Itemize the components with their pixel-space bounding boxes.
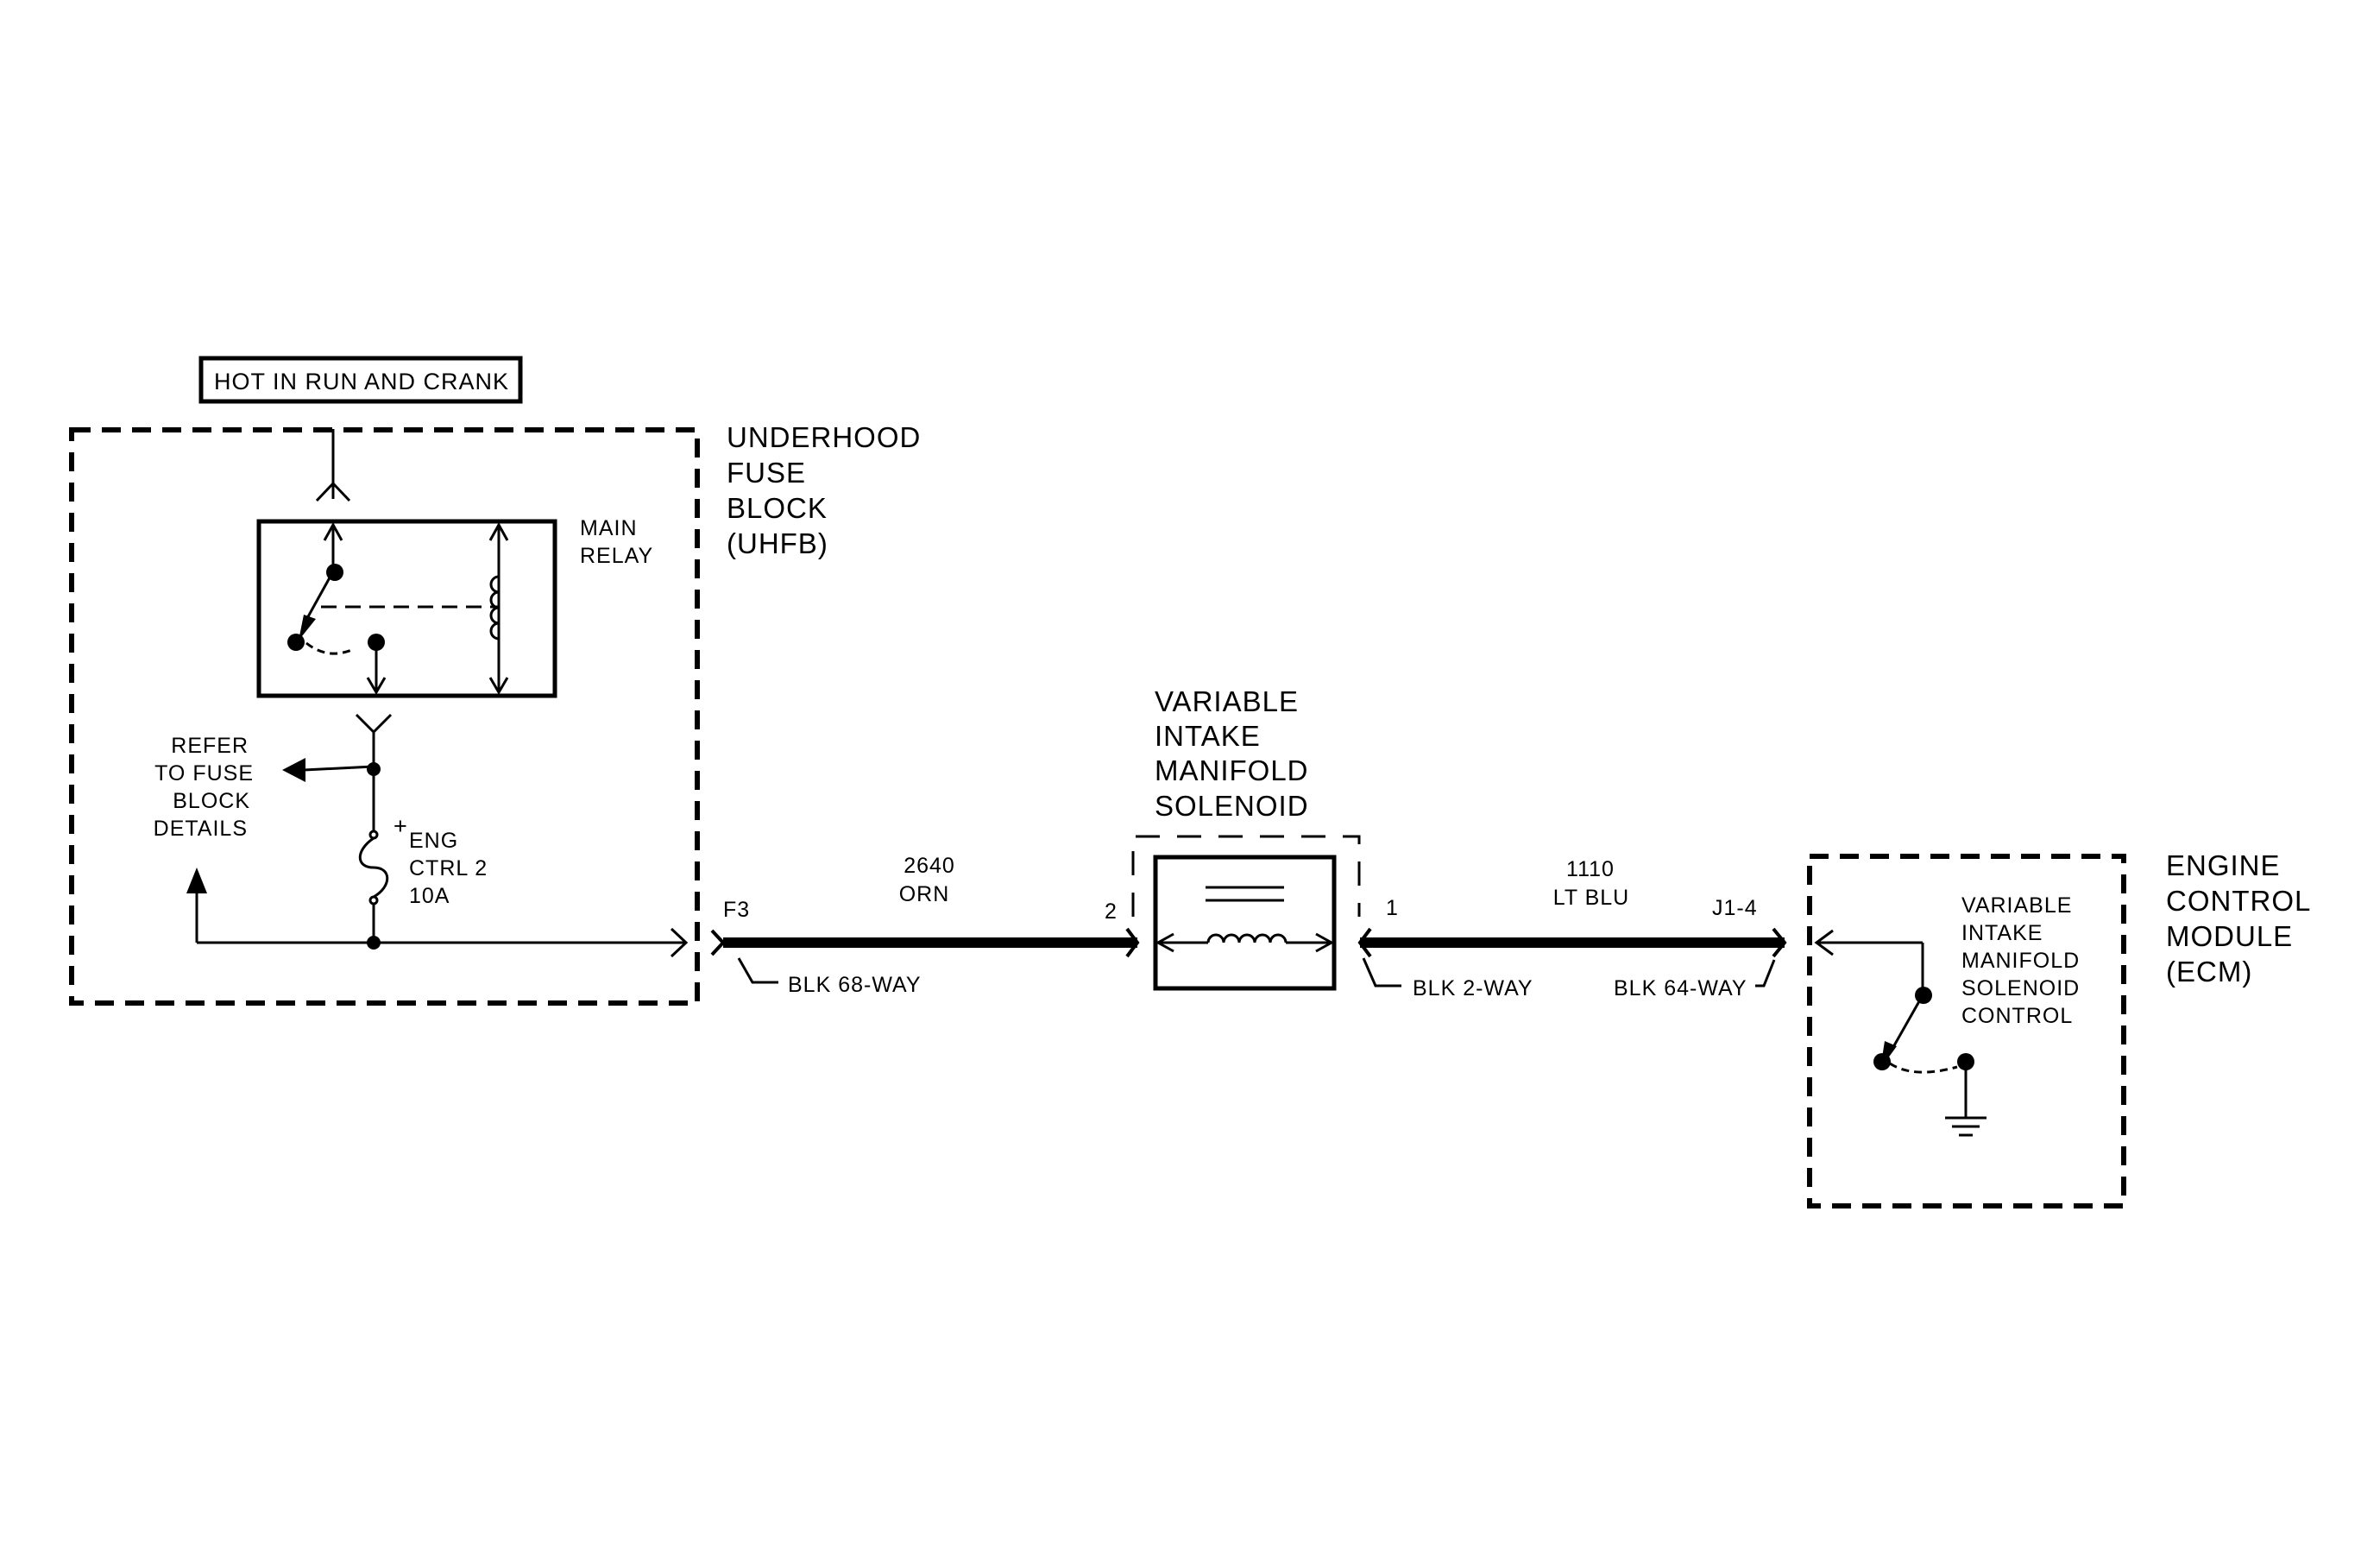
ecm-name-line-2: CONTROL [2166, 885, 2311, 917]
uhfb-name-line-2: FUSE [727, 457, 806, 489]
relay-armature-terminal [287, 634, 305, 651]
solenoid-pin-1: 1 [1386, 896, 1399, 920]
ecm-switch-ground-terminal [1957, 1053, 1974, 1070]
fuse-plus-sign: + [394, 813, 408, 839]
wire-1110-color: LT BLU [1553, 886, 1629, 910]
solenoid-coil [1155, 886, 1335, 953]
ecm-control-line-1: VARIABLE [1961, 893, 2072, 918]
variable-intake-manifold-solenoid: VARIABLE INTAKE MANIFOLD SOLENOID [1131, 685, 1361, 991]
refer-line-1: REFER [171, 734, 249, 758]
relay-output-terminal [368, 634, 385, 651]
ground-icon [1945, 1116, 1986, 1137]
refer-up-arrow-icon [186, 868, 207, 893]
relay-switch-contacts [305, 521, 499, 695]
wire-1110-circuit: 1110 [1566, 857, 1615, 881]
refer-line-3: BLOCK [173, 789, 250, 813]
power-source-label: HOT IN RUN AND CRANK [214, 369, 509, 394]
ecm-name-line-4: (ECM) [2166, 956, 2252, 988]
relay-label-line-1: MAIN [580, 516, 638, 540]
relay-common-terminal [326, 564, 343, 581]
refer-arrow-icon [282, 758, 305, 782]
uhfb-name-line-3: BLOCK [727, 492, 828, 524]
relay-output-circuit [195, 713, 686, 944]
ecm-connector: BLK 64-WAY [1614, 976, 1747, 1000]
ecm-name-line-3: MODULE [2166, 920, 2293, 952]
uhfb-feed-connector [315, 429, 351, 502]
solenoid-name-line-4: SOLENOID [1155, 790, 1309, 822]
uhfb-connector: BLK 68-WAY [788, 973, 922, 997]
wire-1110: 1110 LT BLU 1 J1-4 BLK 2-WAY BLK 64-WAY [1357, 857, 1787, 1000]
ecm-switch-terminal [1915, 987, 1932, 1004]
ecm-name-line-1: ENGINE [2166, 849, 2281, 881]
ecm-switch-armature [1873, 1053, 1891, 1070]
refer-line-2: TO FUSE [154, 761, 254, 786]
relay-label-line-2: RELAY [580, 544, 653, 568]
ecm-control-line-3: MANIFOLD [1961, 949, 2080, 973]
wire-2640: 2640 ORN F3 2 BLK 68-WAY [710, 854, 1140, 997]
uhfb-output-arrow-icon [670, 927, 689, 958]
fuse-label-line-2: CTRL 2 [409, 856, 488, 880]
fuse-eng-ctrl-2: + ENG CTRL 2 10A [358, 813, 488, 908]
uhfb-pin: F3 [723, 898, 750, 922]
fuse-label-line-1: ENG [409, 829, 458, 853]
solenoid-pin-2: 2 [1105, 899, 1118, 924]
splice-upper [367, 762, 381, 776]
solenoid-name-line-3: MANIFOLD [1155, 754, 1309, 786]
fuse-label-line-3: 10A [409, 884, 450, 908]
ecm-control-line-2: INTAKE [1961, 921, 2043, 945]
ecm-control-line-4: SOLENOID [1961, 976, 2080, 1000]
relay-armature-arrow [299, 615, 316, 641]
solenoid-connector: BLK 2-WAY [1413, 976, 1533, 1000]
ecm-pin: J1-4 [1712, 896, 1758, 920]
refer-line-4: DETAILS [154, 817, 248, 841]
wire-2640-circuit: 2640 [904, 854, 955, 878]
solenoid-name-line-1: VARIABLE [1155, 685, 1299, 717]
solenoid-name-line-2: INTAKE [1155, 720, 1261, 752]
splice-lower [367, 936, 381, 950]
engine-control-module: ENGINE CONTROL MODULE (ECM) VARIABLE INT… [1807, 849, 2311, 1208]
ecm-control-circuit [1814, 929, 1968, 1118]
power-source: HOT IN RUN AND CRANK [198, 356, 523, 404]
relay-coil [488, 521, 509, 695]
refer-note: REFER TO FUSE BLOCK DETAILS [154, 734, 254, 841]
ecm-control-line-5: CONTROL [1961, 1004, 2073, 1028]
uhfb-name-line-4: (UHFB) [727, 527, 828, 559]
main-relay: MAIN RELAY [256, 516, 653, 698]
underhood-fuse-block: UNDERHOOD FUSE BLOCK (UHFB) [69, 421, 921, 1006]
wire-2640-color: ORN [899, 882, 950, 906]
uhfb-name-line-1: UNDERHOOD [727, 421, 921, 453]
